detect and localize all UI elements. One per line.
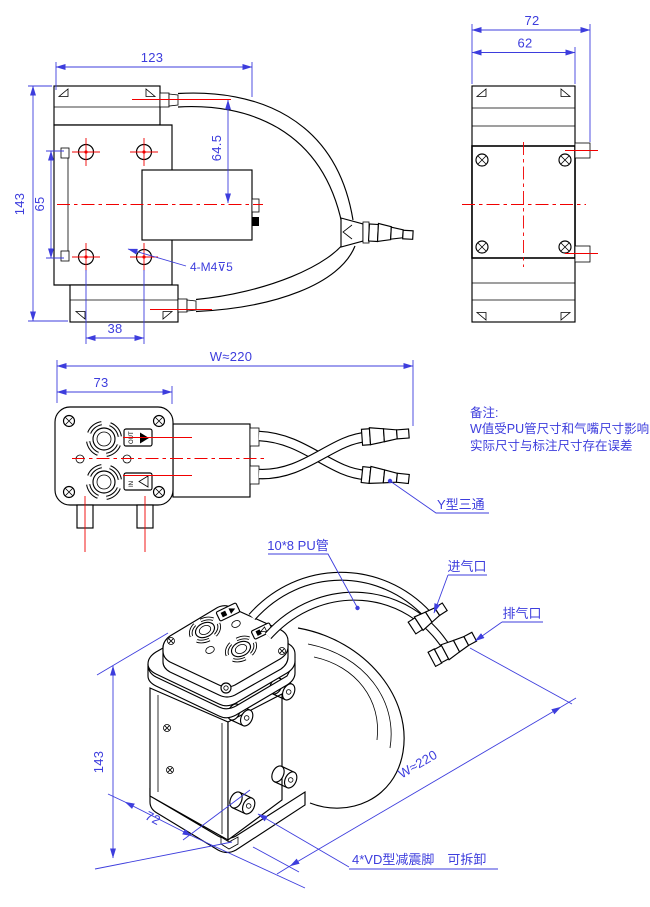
front-view: OUT IN	[54, 349, 489, 552]
iso-dim-143: 143	[91, 632, 233, 870]
dim-text-62: 62	[517, 36, 532, 51]
dim-64-5: 64.5	[209, 99, 231, 204]
mounting-hole	[130, 243, 158, 271]
thread-callout-text: 4-M4⊽5	[190, 260, 233, 274]
dim-143: 143	[12, 85, 68, 322]
outlet-callout-text: 排气口	[502, 606, 541, 621]
tube-clamp-bottom	[249, 465, 260, 485]
dim-65: 65	[32, 150, 64, 259]
inlet-callout: 进气口	[433, 559, 487, 614]
side-view: 72 62	[462, 13, 598, 323]
dim-text-73: 73	[93, 375, 108, 390]
iso-dim-text-w220: W≈220	[396, 747, 440, 782]
dim-text-38: 38	[107, 321, 122, 336]
mounting-hole	[72, 243, 100, 271]
nozzle-lower	[360, 465, 410, 485]
iso-port	[224, 635, 258, 663]
notes-line2: 实际尺寸与标注尺寸存在误差	[470, 438, 633, 453]
iso-nozzle-outlet	[427, 631, 478, 668]
tube-callout-text: 10*8 PU管	[267, 538, 328, 553]
dim-73: 73	[56, 375, 173, 404]
port-bottom	[85, 463, 123, 501]
dim-w220-front: W≈220	[56, 349, 414, 426]
iso-view: 143 72 W≈220 10*8 PU管 进气口 排气口	[91, 538, 577, 889]
feet-callout: 4*VD型减震脚 可拆卸	[257, 813, 498, 870]
front-view-body-plate	[172, 423, 251, 498]
notes-block: 备注: W值受PU管尺寸和气嘴尺寸影响, 实际尺寸与标注尺寸存在误差	[470, 405, 650, 453]
tube-clamp-top	[249, 427, 260, 447]
dim-text-w220-front: W≈220	[210, 349, 253, 364]
port-in-text: IN	[129, 481, 135, 487]
mounting-hole	[130, 138, 158, 166]
top-view-centerlines	[57, 99, 263, 310]
dim-62: 62	[471, 36, 576, 84]
front-view-tubes	[258, 430, 368, 481]
dim-text-143: 143	[12, 193, 27, 216]
iso-dim-72: 72	[107, 789, 306, 889]
dim-text-65: 65	[32, 196, 47, 211]
iso-head	[162, 602, 289, 698]
dim-text-123: 123	[141, 50, 164, 65]
port-top	[85, 420, 123, 458]
dim-123: 123	[55, 50, 253, 97]
inlet-callout-text: 进气口	[447, 559, 486, 574]
iso-port	[188, 616, 222, 644]
side-view-centerlines	[462, 142, 598, 267]
front-view-face	[54, 406, 174, 506]
iso-dim-w220: W≈220	[252, 647, 577, 875]
notes-title: 备注:	[470, 405, 498, 420]
iso-dim-text-143: 143	[91, 751, 106, 774]
tube-callout: 10*8 PU管	[267, 538, 360, 611]
y-tee-text: Y型三通	[437, 497, 485, 512]
outlet-callout: 排气口	[474, 606, 543, 642]
dim-text-72: 72	[524, 13, 539, 28]
side-view-outline	[471, 85, 591, 323]
top-view-tubes	[177, 92, 414, 313]
y-connector-top	[340, 217, 414, 248]
mounting-holes	[72, 138, 158, 271]
feet-callout-text: 4*VD型减震脚 可拆卸	[352, 852, 486, 867]
dim-38: 38	[85, 270, 145, 344]
top-view: 123 143 65 64.5 38 4-M4⊽5	[12, 50, 414, 344]
port-badge-in: IN	[123, 472, 153, 491]
iso-badge	[215, 602, 241, 622]
nozzle-top-view	[367, 222, 414, 243]
mounting-hole	[72, 138, 100, 166]
dim-text-64-5: 64.5	[209, 135, 224, 162]
iso-dim-text-72: 72	[143, 808, 163, 828]
front-view-centerlines	[72, 437, 268, 552]
y-tee-callout: Y型三通	[387, 478, 489, 514]
side-view-screws	[475, 153, 572, 254]
thread-callout: 4-M4⊽5	[127, 248, 233, 274]
nozzle-upper	[360, 427, 410, 446]
top-view-outline	[53, 85, 260, 323]
notes-line1: W值受PU管尺寸和气嘴尺寸影响,	[470, 421, 650, 436]
iso-motor	[297, 627, 405, 809]
